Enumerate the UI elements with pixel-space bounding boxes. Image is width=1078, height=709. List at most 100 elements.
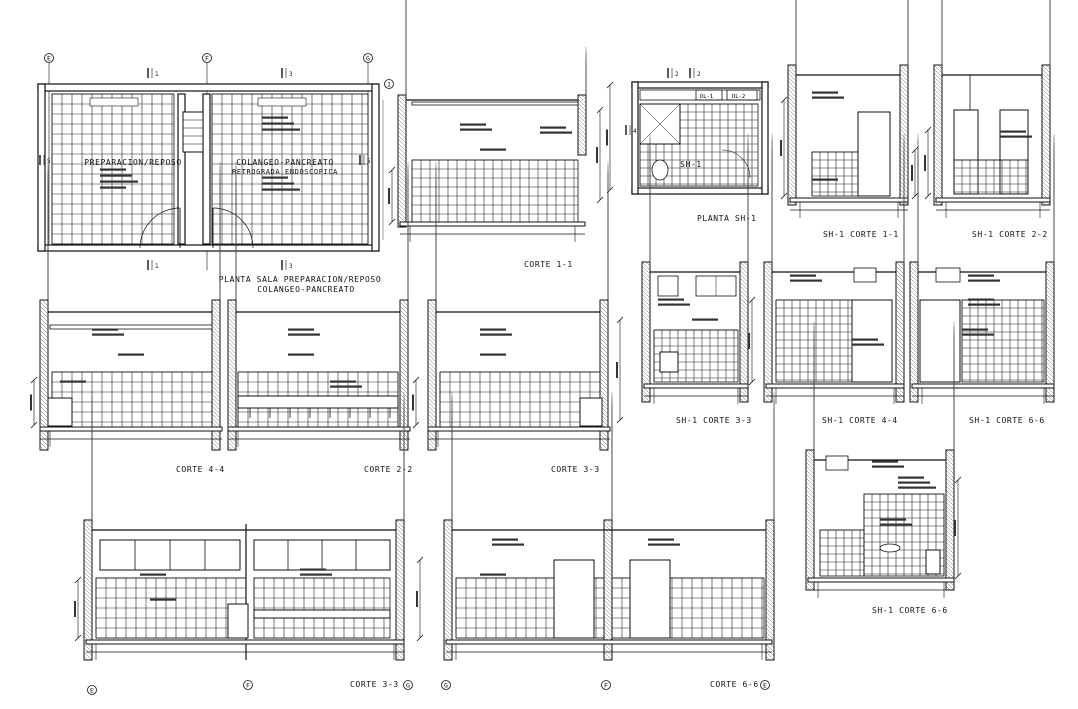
line: [765, 539, 775, 549]
dimension-vertical: [416, 556, 424, 642]
line: [909, 265, 919, 275]
line: [599, 305, 609, 315]
line: [401, 94, 407, 100]
line: [39, 313, 49, 323]
note-leader-group: [262, 116, 300, 131]
line: [1045, 353, 1055, 363]
line: [909, 349, 919, 359]
line: [427, 321, 437, 331]
line: [577, 130, 587, 140]
dim-text: [596, 147, 598, 163]
line: [739, 365, 749, 375]
line: [443, 607, 453, 617]
line: [211, 381, 221, 391]
line: [395, 551, 405, 561]
line: [395, 547, 405, 557]
line: [645, 261, 651, 267]
note-leader-group: [898, 476, 936, 489]
line: [599, 337, 609, 347]
wall: [631, 81, 639, 195]
line: [1041, 168, 1051, 178]
line: [739, 293, 749, 303]
line: [899, 108, 909, 118]
line: [399, 305, 409, 315]
line: [603, 611, 613, 621]
rect: [811, 151, 859, 197]
line: [933, 108, 943, 118]
line: [787, 168, 797, 178]
line: [909, 321, 919, 331]
note-text-line: [150, 598, 176, 601]
axis-bubble-f-bottom-2: F: [601, 680, 611, 690]
line: [895, 309, 905, 319]
room-label-retrograda: RETROGRADA ENDOSCOPICA: [232, 168, 338, 176]
line: [787, 132, 797, 142]
line: [805, 497, 815, 507]
line: [933, 140, 943, 150]
line: [603, 547, 613, 557]
note-leader-group: [140, 573, 166, 576]
line: [443, 651, 453, 661]
line: [227, 333, 237, 343]
section-mark-number: 2: [697, 71, 701, 78]
line: [603, 651, 613, 661]
line: [1041, 176, 1051, 186]
line: [787, 172, 797, 182]
floor-slab: [789, 197, 909, 203]
section-sh1-corte-1-1: [780, 0, 919, 218]
line: [787, 144, 797, 154]
line: [945, 449, 955, 459]
line: [945, 549, 955, 559]
note-leader-group: [812, 91, 844, 99]
line: [227, 445, 233, 451]
counter: [579, 397, 603, 427]
line: [949, 449, 955, 455]
line: [765, 575, 775, 585]
door: [851, 299, 893, 383]
line: [603, 623, 613, 633]
dimension-vertical: [30, 376, 38, 429]
line: [765, 551, 775, 561]
line: [765, 623, 775, 633]
line: [787, 124, 797, 134]
line: [933, 96, 943, 106]
line: [765, 655, 771, 661]
section-mark-number: 3: [289, 263, 293, 270]
note-leader-group: [962, 328, 994, 336]
line: [763, 269, 773, 279]
line: [895, 305, 905, 315]
note-text-line: [898, 486, 936, 489]
line: [787, 76, 797, 86]
line: [599, 385, 609, 395]
line: [763, 281, 773, 291]
line: [603, 655, 609, 661]
line: [601, 299, 609, 307]
line: [443, 567, 453, 577]
line: [739, 261, 749, 271]
line: [1045, 329, 1055, 339]
line: [805, 461, 815, 471]
note-leader-group: [288, 353, 314, 356]
line: [748, 378, 756, 386]
line: [787, 108, 797, 118]
line: [39, 357, 49, 367]
line: [395, 519, 405, 529]
line: [641, 397, 647, 403]
line: [427, 365, 437, 375]
wall-hatch: [443, 392, 453, 661]
line: [399, 329, 409, 339]
floor-slab: [807, 577, 955, 583]
line: [933, 88, 943, 98]
line: [641, 297, 651, 307]
line: [1045, 305, 1055, 315]
dim-text: [606, 129, 608, 146]
note-text-line: [852, 338, 878, 341]
line: [427, 381, 437, 391]
line: [765, 619, 775, 629]
line: [399, 365, 409, 375]
line: [577, 122, 587, 132]
line: [427, 369, 437, 379]
line: [83, 631, 93, 641]
line: [227, 349, 237, 359]
line: [443, 571, 453, 581]
